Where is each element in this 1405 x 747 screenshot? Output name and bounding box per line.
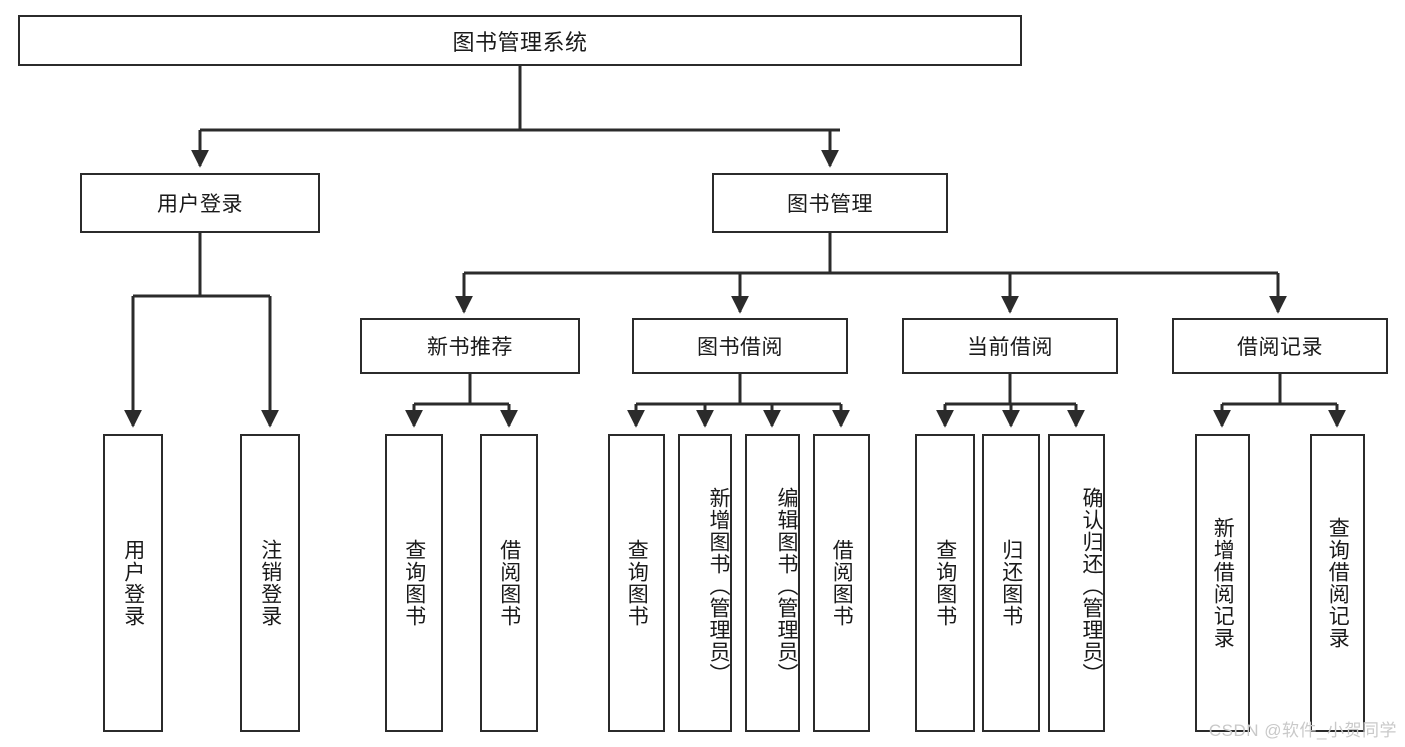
node-label: 图书管理系统	[452, 29, 588, 55]
node-label: 用户登录	[157, 193, 243, 216]
node-label: 借阅记录	[1237, 336, 1323, 359]
node-label: 用户登录	[121, 539, 145, 627]
node-root-system[interactable]: 图书管理系统	[18, 15, 1022, 66]
node-label: 查询图书	[625, 539, 649, 627]
node-label: 新书推荐	[427, 336, 513, 359]
leaf-query-book-borrow[interactable]: 查询图书	[608, 434, 665, 732]
node-label: 当前借阅	[967, 336, 1053, 359]
node-label: 新增借阅记录	[1211, 517, 1235, 649]
node-label: 图书借阅	[697, 336, 783, 359]
leaf-query-book-recommend[interactable]: 查询图书	[385, 434, 443, 732]
node-label: 新增图书（管理员）	[707, 487, 730, 685]
node-current-borrow[interactable]: 当前借阅	[902, 318, 1118, 374]
node-label: 查询借阅记录	[1326, 517, 1350, 649]
leaf-add-borrow-record[interactable]: 新增借阅记录	[1195, 434, 1250, 732]
node-book-borrow[interactable]: 图书借阅	[632, 318, 848, 374]
leaf-query-borrow-record[interactable]: 查询借阅记录	[1310, 434, 1365, 732]
node-new-book-recommend[interactable]: 新书推荐	[360, 318, 580, 374]
leaf-logout[interactable]: 注销登录	[240, 434, 300, 732]
csdn-watermark: CSDN @软件_小贺同学	[1208, 721, 1397, 740]
leaf-confirm-return-admin[interactable]: 确认归还（管理员）	[1048, 434, 1105, 732]
node-label: 编辑图书（管理员）	[775, 487, 798, 685]
node-label: 借阅图书	[497, 539, 521, 627]
leaf-add-book-admin[interactable]: 新增图书（管理员）	[678, 434, 732, 732]
node-label: 借阅图书	[830, 539, 854, 627]
leaf-return-book[interactable]: 归还图书	[982, 434, 1040, 732]
node-label: 注销登录	[258, 539, 282, 627]
node-label: 确认归还（管理员）	[1080, 487, 1103, 685]
leaf-user-login[interactable]: 用户登录	[103, 434, 163, 732]
leaf-query-book-current[interactable]: 查询图书	[915, 434, 975, 732]
leaf-borrow-book[interactable]: 借阅图书	[813, 434, 870, 732]
node-label: 查询图书	[402, 539, 426, 627]
leaf-borrow-book-recommend[interactable]: 借阅图书	[480, 434, 538, 732]
node-user-login[interactable]: 用户登录	[80, 173, 320, 233]
node-label: 查询图书	[933, 539, 957, 627]
node-borrow-record[interactable]: 借阅记录	[1172, 318, 1388, 374]
leaf-edit-book-admin[interactable]: 编辑图书（管理员）	[745, 434, 800, 732]
node-book-management[interactable]: 图书管理	[712, 173, 948, 233]
node-label: 归还图书	[999, 539, 1023, 627]
node-label: 图书管理	[787, 193, 873, 216]
